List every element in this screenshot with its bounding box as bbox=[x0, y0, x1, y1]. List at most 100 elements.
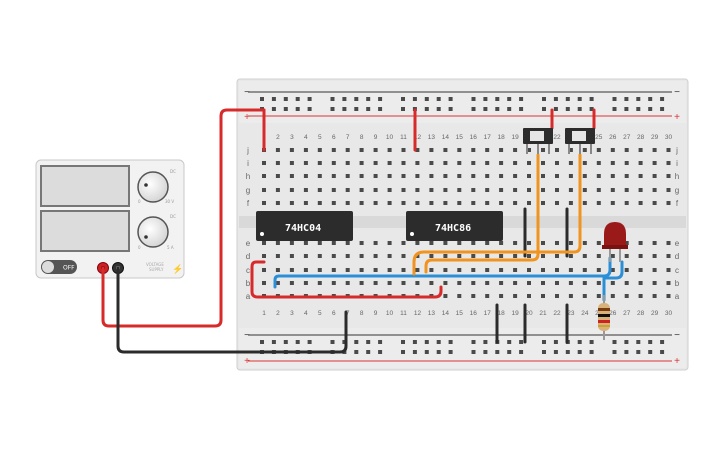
breadboard-hole[interactable] bbox=[582, 268, 587, 272]
slide-switch-2[interactable] bbox=[565, 128, 595, 154]
breadboard-hole[interactable] bbox=[345, 241, 350, 245]
wire-red-loop[interactable] bbox=[250, 260, 443, 299]
breadboard-hole[interactable] bbox=[275, 148, 280, 152]
breadboard-hole[interactable] bbox=[495, 97, 500, 101]
breadboard-hole[interactable] bbox=[513, 254, 518, 258]
breadboard-hole[interactable] bbox=[499, 161, 504, 165]
breadboard-hole[interactable] bbox=[624, 350, 629, 354]
breadboard-hole[interactable] bbox=[345, 268, 350, 272]
breadboard-hole[interactable] bbox=[513, 148, 518, 152]
breadboard-hole[interactable] bbox=[471, 340, 476, 344]
breadboard-hole[interactable] bbox=[610, 201, 615, 205]
breadboard-hole[interactable] bbox=[378, 350, 383, 354]
breadboard-hole[interactable] bbox=[499, 268, 504, 272]
breadboard-hole[interactable] bbox=[303, 201, 308, 205]
breadboard-hole[interactable] bbox=[499, 281, 504, 285]
breadboard-hole[interactable] bbox=[401, 268, 406, 272]
breadboard-hole[interactable] bbox=[527, 174, 531, 178]
breadboard-hole[interactable] bbox=[415, 188, 420, 192]
breadboard-hole[interactable] bbox=[565, 350, 570, 354]
breadboard-hole[interactable] bbox=[401, 281, 406, 285]
breadboard-hole[interactable] bbox=[359, 148, 364, 152]
breadboard-hole[interactable] bbox=[457, 188, 462, 192]
breadboard-hole[interactable] bbox=[541, 174, 545, 178]
breadboard-hole[interactable] bbox=[612, 340, 617, 344]
breadboard-hole[interactable] bbox=[471, 294, 476, 298]
breadboard-hole[interactable] bbox=[527, 188, 531, 192]
breadboard-hole[interactable] bbox=[527, 241, 531, 245]
breadboard-hole[interactable] bbox=[666, 161, 671, 165]
breadboard-hole[interactable] bbox=[260, 340, 264, 344]
breadboard-hole[interactable] bbox=[387, 254, 392, 258]
breadboard-hole[interactable] bbox=[527, 161, 531, 165]
breadboard-hole[interactable] bbox=[262, 161, 266, 165]
breadboard-hole[interactable] bbox=[317, 201, 322, 205]
breadboard-hole[interactable] bbox=[457, 174, 462, 178]
breadboard-hole[interactable] bbox=[471, 350, 476, 354]
breadboard-hole[interactable] bbox=[596, 254, 601, 258]
breadboard-hole[interactable] bbox=[555, 294, 559, 298]
breadboard-hole[interactable] bbox=[457, 148, 462, 152]
breadboard-hole[interactable] bbox=[652, 241, 657, 245]
breadboard-hole[interactable] bbox=[401, 148, 406, 152]
breadboard-hole[interactable] bbox=[401, 254, 406, 258]
breadboard-hole[interactable] bbox=[652, 174, 657, 178]
breadboard-hole[interactable] bbox=[401, 97, 405, 101]
breadboard-hole[interactable] bbox=[387, 161, 392, 165]
breadboard-hole[interactable] bbox=[638, 241, 643, 245]
breadboard-hole[interactable] bbox=[354, 350, 359, 354]
breadboard-hole[interactable] bbox=[443, 241, 448, 245]
breadboard-hole[interactable] bbox=[387, 188, 392, 192]
led-red[interactable] bbox=[602, 222, 628, 262]
breadboard-hole[interactable] bbox=[596, 174, 601, 178]
breadboard-hole[interactable] bbox=[507, 340, 512, 344]
breadboard-hole[interactable] bbox=[303, 241, 308, 245]
breadboard-hole[interactable] bbox=[582, 201, 587, 205]
breadboard-hole[interactable] bbox=[513, 281, 518, 285]
breadboard-hole[interactable] bbox=[638, 294, 643, 298]
breadboard-hole[interactable] bbox=[483, 107, 488, 111]
breadboard-hole[interactable] bbox=[666, 294, 671, 298]
breadboard-hole[interactable] bbox=[342, 97, 347, 101]
wire-red-power[interactable] bbox=[101, 108, 266, 328]
breadboard-hole[interactable] bbox=[289, 174, 294, 178]
breadboard-hole[interactable] bbox=[568, 268, 573, 272]
breadboard-hole[interactable] bbox=[596, 268, 601, 272]
breadboard-hole[interactable] bbox=[317, 174, 322, 178]
breadboard-hole[interactable] bbox=[366, 107, 371, 111]
breadboard-hole[interactable] bbox=[513, 161, 518, 165]
breadboard-hole[interactable] bbox=[378, 107, 383, 111]
breadboard-hole[interactable] bbox=[568, 241, 573, 245]
breadboard-hole[interactable] bbox=[568, 281, 573, 285]
breadboard-hole[interactable] bbox=[271, 107, 276, 111]
breadboard-hole[interactable] bbox=[303, 161, 308, 165]
breadboard-hole[interactable] bbox=[471, 241, 476, 245]
breadboard-hole[interactable] bbox=[582, 294, 587, 298]
breadboard-hole[interactable] bbox=[610, 281, 615, 285]
breadboard-hole[interactable] bbox=[555, 188, 559, 192]
breadboard-hole[interactable] bbox=[624, 97, 629, 101]
breadboard-hole[interactable] bbox=[577, 97, 582, 101]
breadboard-hole[interactable] bbox=[373, 254, 378, 258]
breadboard-hole[interactable] bbox=[283, 97, 288, 101]
breadboard-hole[interactable] bbox=[610, 294, 615, 298]
breadboard-hole[interactable] bbox=[401, 241, 406, 245]
breadboard-hole[interactable] bbox=[582, 241, 587, 245]
breadboard-hole[interactable] bbox=[652, 161, 657, 165]
breadboard-hole[interactable] bbox=[483, 97, 488, 101]
breadboard-hole[interactable] bbox=[429, 161, 434, 165]
breadboard-hole[interactable] bbox=[499, 254, 504, 258]
breadboard-hole[interactable] bbox=[436, 97, 441, 101]
breadboard-hole[interactable] bbox=[471, 97, 476, 101]
breadboard-hole[interactable] bbox=[648, 340, 653, 344]
breadboard-hole[interactable] bbox=[401, 350, 405, 354]
breadboard-hole[interactable] bbox=[359, 174, 364, 178]
wire-blue-led[interactable] bbox=[273, 256, 612, 289]
breadboard-hole[interactable] bbox=[457, 268, 462, 272]
breadboard-hole[interactable] bbox=[429, 268, 434, 272]
breadboard-hole[interactable] bbox=[436, 107, 441, 111]
breadboard-hole[interactable] bbox=[443, 161, 448, 165]
breadboard-hole[interactable] bbox=[666, 281, 671, 285]
breadboard-hole[interactable] bbox=[415, 241, 420, 245]
breadboard-hole[interactable] bbox=[612, 107, 617, 111]
